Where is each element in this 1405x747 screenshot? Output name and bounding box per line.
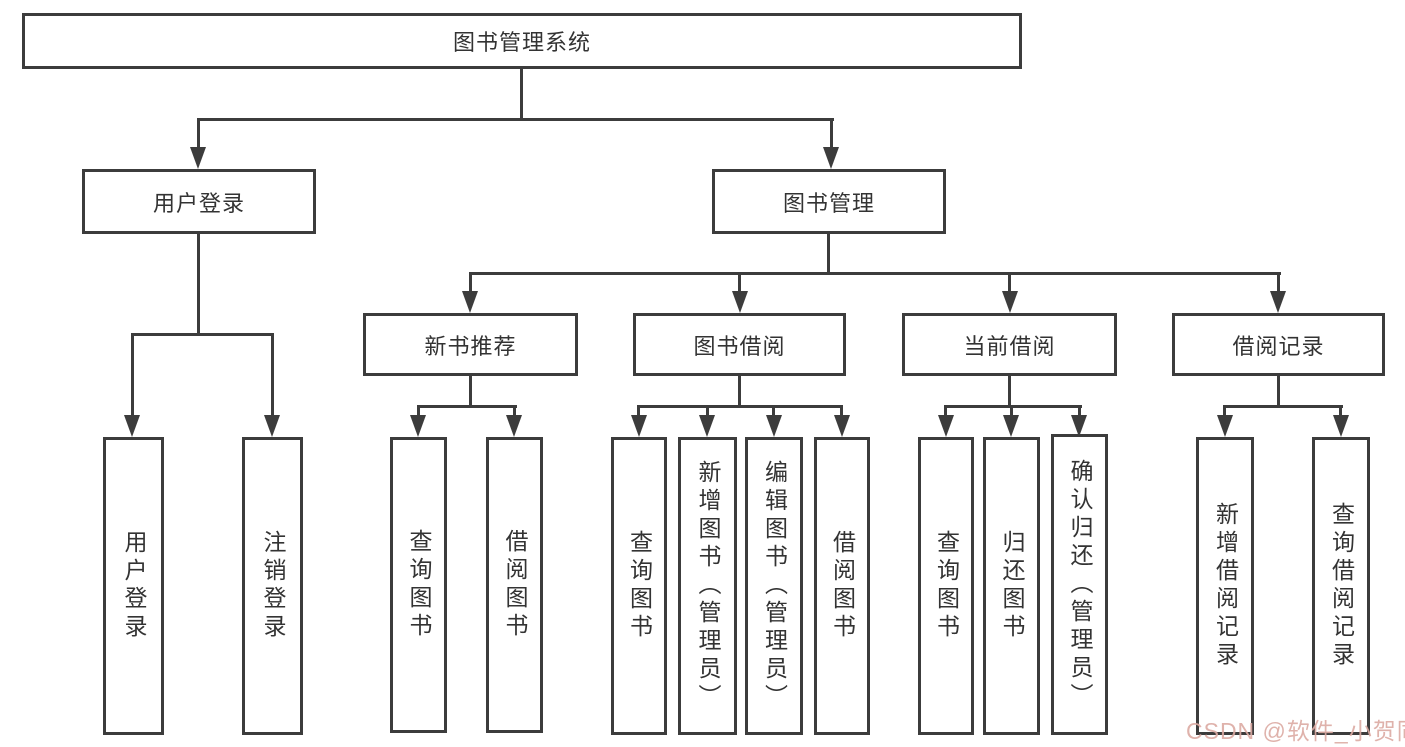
connector-drop — [1010, 405, 1013, 417]
node-library-management-system: 图书管理系统 — [22, 13, 1022, 69]
leaf-add-book-admin: 新增图书（管理员） — [678, 437, 737, 735]
leaf-add-borrow-record: 新增借阅记录 — [1196, 437, 1254, 735]
connector-drop — [706, 405, 709, 417]
leaf-label: 借阅图书 — [502, 529, 528, 641]
connector-drop-new-book — [469, 272, 472, 293]
connector-drop — [840, 405, 843, 417]
connector-borrow-records-split — [1223, 405, 1343, 408]
connector-drop — [1339, 405, 1342, 417]
node-label: 当前借阅 — [963, 333, 1056, 359]
node-borrow-records: 借阅记录 — [1172, 313, 1385, 376]
connector-book-mgmt-trunk — [827, 234, 830, 275]
leaf-confirm-return-admin: 确认归还（管理员） — [1051, 434, 1108, 735]
connector-borrow-records-trunk — [1277, 376, 1280, 408]
leaf-logout-login: 注销登录 — [242, 437, 303, 735]
arrow-to-leaf — [834, 415, 850, 437]
leaf-query-book-borrow: 查询图书 — [611, 437, 667, 735]
arrow-to-leaf — [506, 415, 522, 437]
leaf-label: 借阅图书 — [829, 530, 856, 642]
leaf-borrow-book: 借阅图书 — [814, 437, 870, 735]
leaf-label: 查询图书 — [933, 530, 960, 642]
arrow-to-current-borrow — [1002, 291, 1018, 313]
arrow-to-borrow-records — [1270, 291, 1286, 313]
connector-book-borrow-trunk — [738, 376, 741, 408]
connector-drop-logout-leaf — [271, 333, 274, 417]
arrow-to-new-book — [462, 291, 478, 313]
node-label: 图书管理系统 — [452, 30, 591, 55]
arrow-to-book-mgmt — [823, 147, 839, 169]
arrow-to-leaf — [938, 415, 954, 437]
connector-drop — [417, 405, 420, 417]
leaf-user-login: 用户登录 — [103, 437, 164, 735]
leaf-edit-book-admin: 编辑图书（管理员） — [745, 437, 803, 735]
leaf-label: 确认归还（管理员） — [1067, 458, 1093, 711]
arrow-to-leaf — [631, 415, 647, 437]
connector-drop — [637, 405, 640, 417]
leaf-label: 归还图书 — [999, 530, 1025, 642]
node-current-borrow: 当前借阅 — [902, 313, 1117, 376]
connector-drop — [1223, 405, 1226, 417]
connector-drop-borrow-records — [1277, 272, 1280, 293]
arrow-to-leaf — [699, 415, 715, 437]
arrow-to-leaf — [1003, 415, 1019, 437]
node-label: 图书借阅 — [693, 333, 786, 359]
arrow-to-book-borrow — [732, 291, 748, 313]
node-label: 用户登录 — [152, 190, 245, 216]
leaf-query-borrow-record: 查询借阅记录 — [1312, 437, 1370, 735]
node-book-borrow: 图书借阅 — [633, 313, 846, 376]
arrow-to-leaf — [1217, 415, 1233, 437]
leaf-borrow-book-recommend: 借阅图书 — [486, 437, 543, 733]
leaf-label: 新增图书（管理员） — [695, 460, 721, 712]
connector-drop — [1078, 405, 1081, 417]
connector-user-login-split — [131, 333, 274, 336]
connector-drop-user-login — [197, 118, 200, 149]
leaf-label: 注销登录 — [260, 530, 286, 642]
leaf-query-book-current: 查询图书 — [918, 437, 974, 735]
arrow-to-logout-leaf — [264, 415, 280, 437]
leaf-return-book: 归还图书 — [983, 437, 1040, 735]
connector-drop-book-mgmt — [830, 118, 833, 149]
connector-drop — [772, 405, 775, 417]
connector-drop — [944, 405, 947, 417]
connector-drop-login-leaf — [131, 333, 134, 417]
node-book-management: 图书管理 — [712, 169, 946, 234]
node-label: 图书管理 — [782, 190, 875, 216]
node-new-book-recommend: 新书推荐 — [363, 313, 578, 376]
arrow-to-login-leaf — [124, 415, 140, 437]
connector-recommend-split — [417, 405, 517, 408]
connector-drop-book-borrow — [738, 272, 741, 293]
connector-drop-current-borrow — [1008, 272, 1011, 293]
connector-recommend-trunk — [469, 376, 472, 408]
leaf-label: 查询图书 — [406, 529, 432, 641]
connector-current-borrow-split — [944, 405, 1082, 408]
connector-root-split — [197, 118, 834, 121]
arrow-to-leaf — [410, 415, 426, 437]
node-label: 借阅记录 — [1232, 333, 1325, 359]
leaf-label: 查询借阅记录 — [1328, 502, 1355, 670]
arrow-to-leaf — [1333, 415, 1349, 437]
arrow-to-user-login — [190, 147, 206, 169]
leaf-label: 新增借阅记录 — [1212, 502, 1239, 670]
connector-current-borrow-trunk — [1008, 376, 1011, 408]
connector-book-mgmt-split — [469, 272, 1281, 275]
leaf-label: 用户登录 — [121, 530, 147, 642]
connector-book-borrow-split — [637, 405, 843, 408]
connector-root-trunk — [520, 69, 523, 121]
csdn-watermark: CSDN @软件_小贺同学 — [1186, 718, 1405, 744]
arrow-to-leaf — [1071, 415, 1087, 437]
connector-user-login-trunk — [197, 234, 200, 336]
leaf-label: 编辑图书（管理员） — [761, 460, 788, 712]
leaf-query-book-recommend: 查询图书 — [390, 437, 447, 733]
arrow-to-leaf — [766, 415, 782, 437]
node-user-login: 用户登录 — [82, 169, 316, 234]
connector-drop — [513, 405, 516, 417]
node-label: 新书推荐 — [424, 333, 517, 359]
leaf-label: 查询图书 — [626, 530, 653, 642]
